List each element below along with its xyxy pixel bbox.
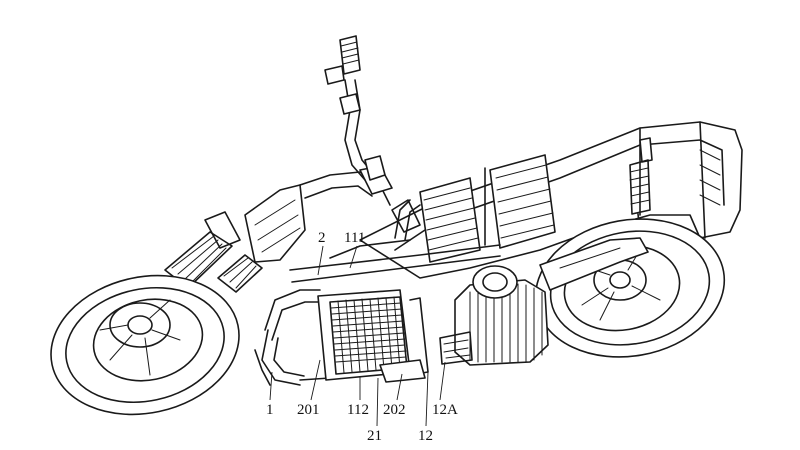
- leader-12A: [439, 361, 446, 401]
- lower-bracket: [254, 349, 426, 386]
- label-2: 2: [318, 230, 326, 246]
- battery-box: [419, 154, 556, 263]
- front-wheel: [50, 274, 240, 416]
- label-21: 21: [367, 428, 382, 444]
- leader-111: [349, 245, 358, 269]
- leader-2: [317, 245, 324, 276]
- leader-12: [425, 371, 429, 427]
- callout-labels: 2 111 1 201 112 202 12A 21 12: [266, 230, 458, 444]
- leader-201: [310, 359, 321, 401]
- leader-21: [376, 377, 379, 427]
- label-12: 12: [418, 428, 433, 444]
- label-12A: 12A: [432, 402, 458, 418]
- motor-unit: [439, 265, 549, 366]
- leader-202: [396, 373, 403, 401]
- swing-arm: [539, 237, 649, 291]
- label-1: 1: [266, 402, 274, 418]
- handlebar: [324, 35, 386, 181]
- label-201: 201: [297, 402, 320, 418]
- leader-1: [269, 371, 273, 401]
- label-112: 112: [347, 402, 369, 418]
- label-202: 202: [383, 402, 406, 418]
- label-111: 111: [344, 230, 365, 246]
